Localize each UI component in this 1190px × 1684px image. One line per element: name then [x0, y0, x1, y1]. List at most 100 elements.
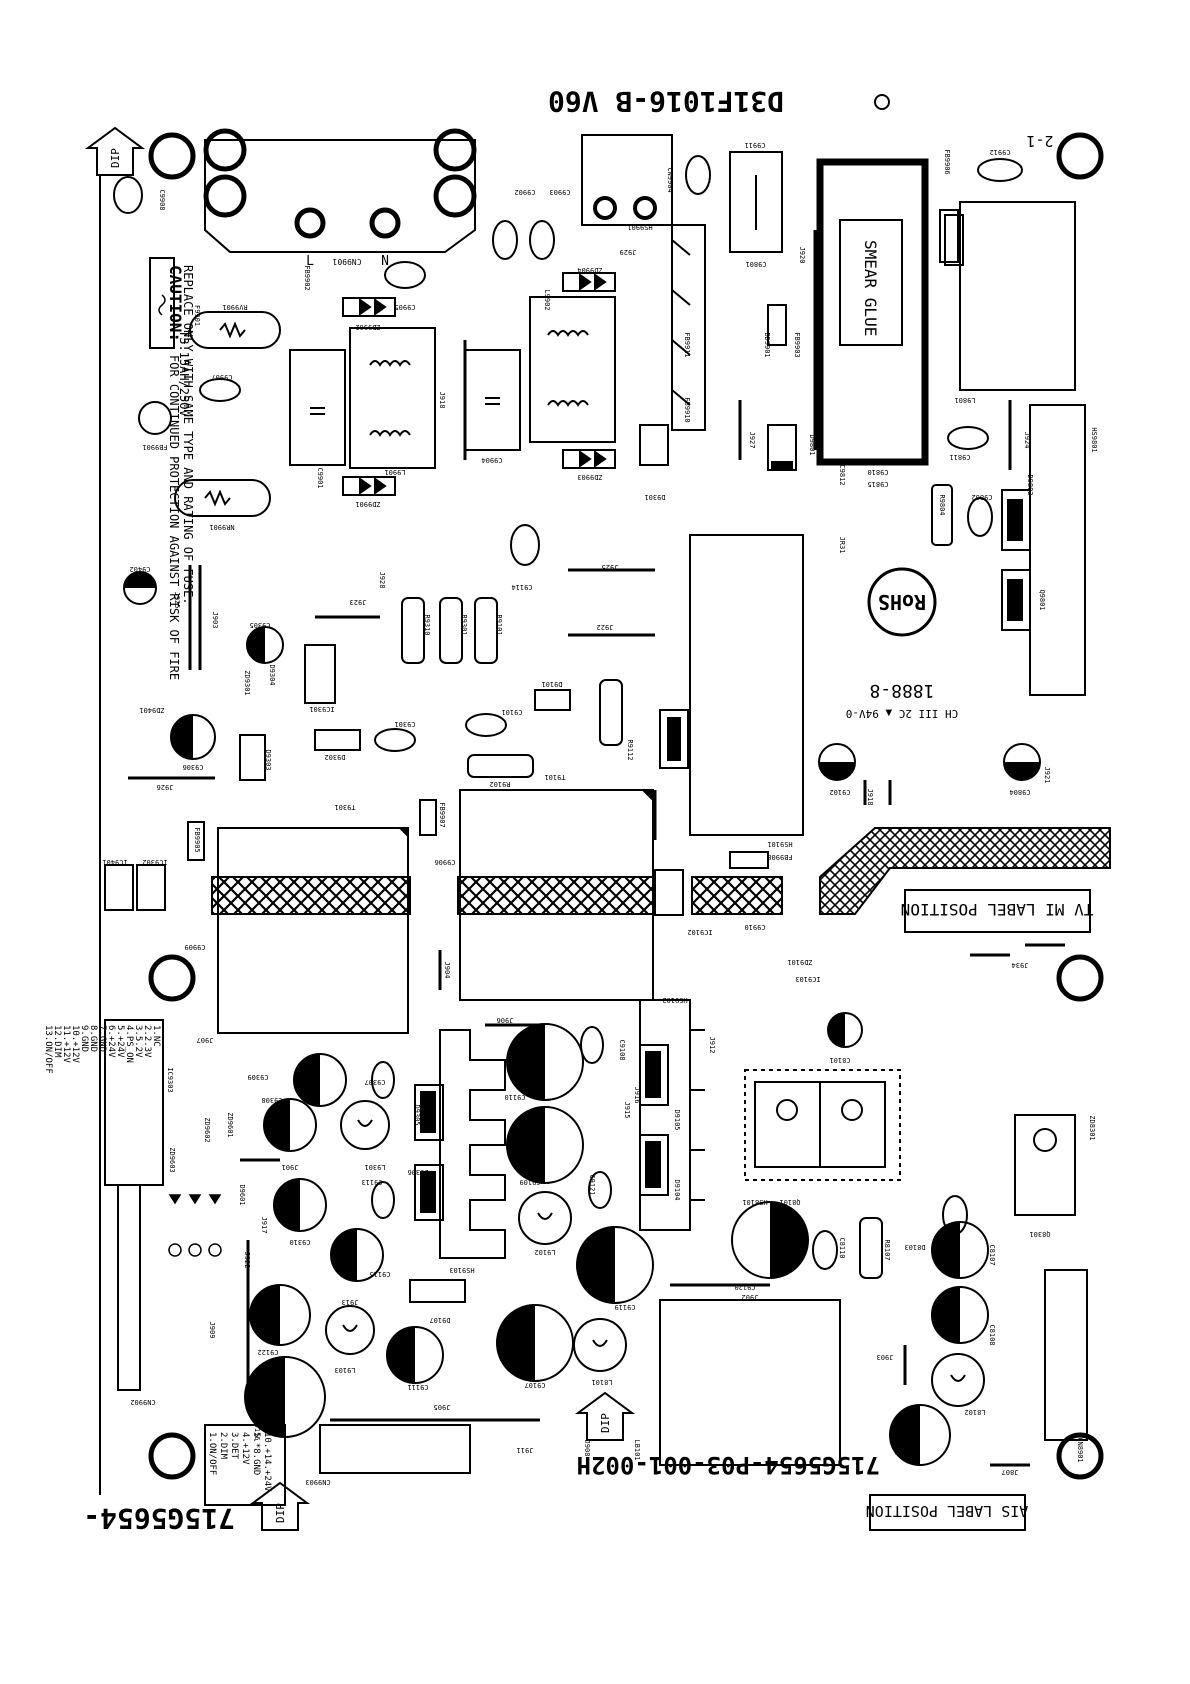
ref-cn9902: CN9902	[130, 1398, 155, 1406]
ref-j927: J927	[748, 432, 756, 449]
ref-j912: J912	[708, 1037, 716, 1054]
ref-d9303: D9303	[264, 749, 272, 770]
cap-c9107	[496, 1304, 574, 1382]
ref-fb9903: FB9903	[793, 332, 801, 357]
rohs-text: RoHS	[878, 590, 926, 614]
ref-l9801: L9801	[954, 396, 975, 404]
x-capacitor-c9904	[464, 349, 521, 451]
pin-table-entry: 2.DIM	[218, 1432, 228, 1460]
ref-cn9904: CN9904	[666, 167, 674, 192]
ref-l9901: L9901	[384, 468, 405, 476]
ref-c8109: C8109	[893, 1434, 901, 1455]
pin-table-entry: 11.+12V	[61, 1025, 71, 1064]
ref-j921: J921	[1043, 767, 1051, 784]
ref-fb9908: FB9908	[767, 853, 792, 861]
mounting-hole	[1056, 954, 1104, 1002]
ref-fb9910: FB9910	[683, 397, 691, 422]
ref-jr31: JR31	[838, 537, 846, 554]
ref-c8108: C8108	[988, 1324, 996, 1345]
ref-cn8901: CN8901	[1076, 1437, 1084, 1462]
dip-arrow-bottom-left: DIP	[249, 1481, 311, 1531]
pin-table-entry: 5.+24V	[115, 1025, 125, 1058]
ref-j908: J908	[583, 1440, 591, 1457]
ref-j911: J911	[517, 1446, 534, 1454]
pin-table-entry: 4.+12V	[240, 1432, 250, 1465]
ref-j905: J905	[434, 1403, 451, 1411]
ref-q8101: Q8101	[779, 1198, 800, 1206]
cap-c8101	[827, 1012, 863, 1048]
line-pin-label: L	[306, 254, 314, 269]
ref-ic9303: IC9303	[166, 1067, 174, 1092]
pin-table-entry: 10.+14.+24V	[262, 1432, 272, 1492]
ref-ic9301: IC9301	[309, 705, 334, 713]
ref-c9305: C9305	[249, 621, 270, 629]
ref-r9101: R9101	[495, 614, 503, 635]
ref-d9301: D9301	[644, 493, 665, 501]
diode-d9802	[1001, 489, 1031, 551]
cap-c8107	[931, 1221, 989, 1279]
ref-d9601: D9601	[238, 1184, 246, 1205]
ref-j909: J909	[208, 1322, 216, 1339]
pin-table-entry: 3.5.2V	[133, 1025, 143, 1058]
varistor-rv9901	[189, 311, 281, 349]
ref-c9119: C9119	[614, 1303, 635, 1311]
pin-table-entry: 4.PS_ON	[124, 1025, 134, 1063]
ref-hs9101: HS9101	[767, 840, 792, 848]
ref-c9309: C9309	[247, 1073, 268, 1081]
ref-zd9101: ZD9101	[787, 958, 812, 966]
caution-line-2: REPLACE ONLY WITH SAME TYPE AND RATING O…	[181, 265, 195, 605]
ref-zd9602: ZD9602	[203, 1117, 211, 1142]
pin-table-entry: 6.+24V	[106, 1025, 116, 1058]
ref-c9802: C9802	[971, 493, 992, 501]
ref-j902: J902	[742, 1293, 759, 1301]
ref-c9115: C9115	[369, 1270, 390, 1278]
ref-cn9903: CN9903	[305, 1478, 330, 1486]
ref-hs9103: HS9103	[449, 1266, 474, 1274]
ref-d9107: D9107	[429, 1316, 450, 1324]
mounting-hole	[1056, 132, 1104, 180]
ais-label-text: AIS LABEL POSITION	[866, 1502, 1029, 1520]
fiducial-mark	[874, 94, 890, 110]
fuse-rating: T3.15AH/250V	[177, 330, 191, 417]
mounting-hole	[148, 954, 196, 1002]
ref-d9104: D9104	[673, 1179, 681, 1200]
ref-hs9901: HS9901	[627, 223, 652, 231]
ref-d9304: D9304	[268, 664, 276, 685]
cap-c9102	[818, 743, 856, 781]
pin-table-entry: 2.2.3V	[142, 1025, 152, 1058]
caution-title: CAUTION:	[166, 265, 185, 342]
ref-j918: J918	[438, 392, 446, 409]
dip-label-bottom: DIP	[599, 1413, 612, 1433]
cap-c9119	[576, 1226, 654, 1304]
ref-j920: J920	[798, 247, 806, 264]
inductor-l9103	[325, 1305, 375, 1355]
cap-c9115	[330, 1228, 384, 1282]
caution-block: CAUTION: FOR CONTINUED PROTECTION AGAINS…	[166, 265, 195, 680]
ref-j926: J926	[157, 783, 174, 791]
ref-l9301: L9301	[364, 1163, 385, 1171]
ref-c9120: C9120	[734, 1283, 755, 1291]
ref-d9802: D9802	[1026, 474, 1034, 495]
pin-table-entry: 5.*8.GND	[251, 1432, 261, 1475]
output-inductors	[325, 1100, 985, 1407]
ref-r9301: R9301	[460, 614, 468, 635]
pin-table-entry: 1.ON/OFF	[207, 1432, 217, 1475]
ref-c8101: C8101	[829, 1056, 850, 1064]
ref-j922b: J922	[243, 1252, 251, 1269]
pin-table-bottom: 10.+14.+24V5.*8.GND4.+12V3.DET2.DIM1.ON/…	[204, 1424, 286, 1506]
ref-hs9801: HS9801	[1090, 427, 1098, 452]
smear-glue-label: SMEAR GLUE	[861, 240, 880, 336]
ref-d9801: D9801	[808, 434, 816, 455]
top-board-code: D31F1016-B V60	[548, 85, 784, 118]
ref-d8103: D8103	[904, 1243, 925, 1251]
ac-inlet-cn9901: L N CN9901	[203, 128, 477, 269]
transformer-t9301	[217, 827, 409, 1034]
ref-c9111: C9111	[407, 1383, 428, 1391]
heatsink-hs9901	[671, 224, 706, 431]
cap-c9122	[249, 1284, 311, 1346]
ref-j923: J923	[350, 598, 367, 606]
ref-c9107: C9107	[524, 1381, 545, 1389]
pin-table-entry: 1.NC	[151, 1025, 161, 1047]
ref-c9121: C9121	[588, 1174, 596, 1195]
ref-t9301: T9301	[334, 803, 355, 811]
